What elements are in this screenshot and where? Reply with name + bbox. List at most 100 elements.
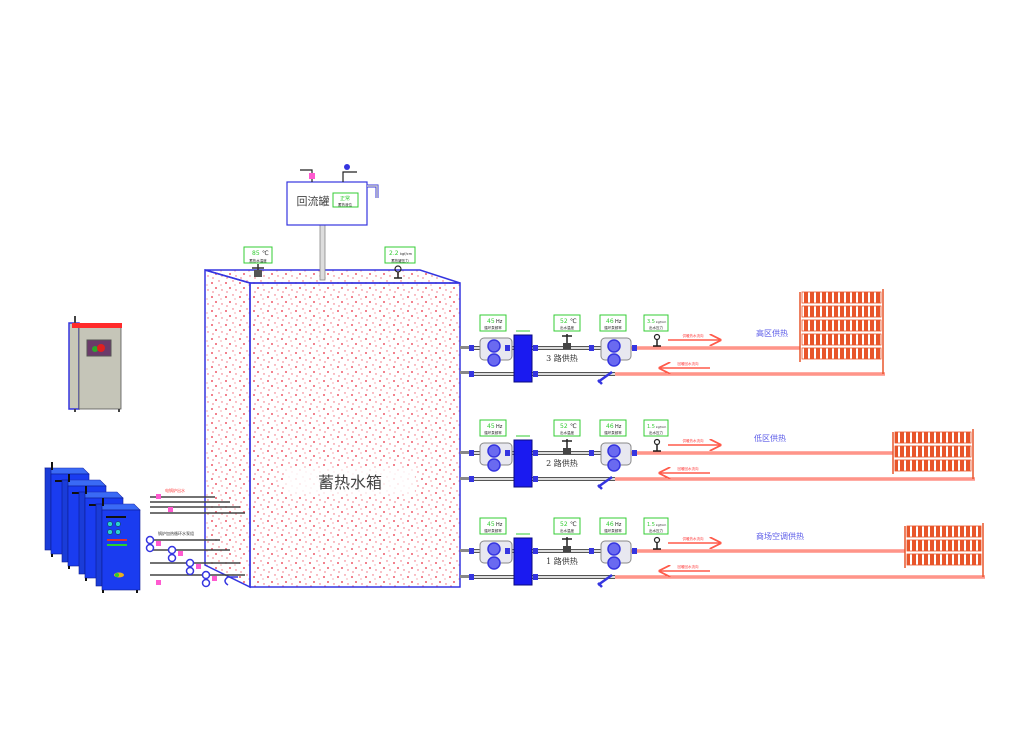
loop-name: 3 路供热 (546, 353, 578, 363)
diagram-shape (243, 246, 273, 264)
diagram-shape (78, 326, 122, 410)
diagram-shape (367, 184, 379, 198)
pump-icon[interactable] (145, 535, 162, 553)
diagram-shape (107, 544, 127, 546)
diagram-shape (167, 545, 177, 555)
diagram-shape (95, 503, 103, 587)
diagram-shape (92, 346, 98, 352)
valve-icon (505, 548, 510, 554)
valve-icon (589, 345, 594, 351)
pressure-gauge-icon (653, 438, 661, 446)
label: 回暖回水流向 (678, 466, 699, 471)
diagram-shape (460, 575, 472, 578)
pump-icon[interactable] (185, 558, 202, 576)
label: 52 (560, 521, 568, 528)
diagram-shape (607, 458, 621, 472)
control-cabinet[interactable] (68, 316, 122, 412)
tank-temp-sensor[interactable]: 85 ℃ 蓄热水温度 (243, 246, 273, 277)
diagram-shape (553, 517, 581, 535)
diagram-shape (185, 566, 195, 576)
label: 出水压力 (649, 528, 663, 533)
circulation-pump-1[interactable] (479, 337, 513, 367)
return-tank-label: 回流罐 (297, 194, 330, 208)
diagram-shape (178, 551, 183, 556)
diagram-shape (487, 353, 501, 367)
heat-exchanger (513, 334, 533, 383)
label: 45 (487, 521, 495, 528)
diagram-shape (894, 459, 972, 472)
pump-icon[interactable] (167, 545, 184, 563)
valve-icon (505, 450, 510, 456)
circulation-pump-2[interactable] (600, 442, 632, 472)
diagram-shape (101, 509, 141, 591)
circulation-pump-2[interactable] (600, 337, 632, 367)
label: ℃ (262, 250, 269, 257)
diagram-shape (460, 451, 472, 454)
tank-outlets (460, 346, 472, 578)
circulation-pump-1[interactable] (479, 540, 513, 570)
diagram-shape (68, 322, 80, 410)
diagram-shape (106, 516, 126, 518)
valve-icon (469, 345, 474, 351)
diagram-shape (102, 498, 104, 506)
label: 供暖热水流向 (683, 536, 704, 541)
label: 85 (252, 250, 260, 257)
diagram-shape (801, 291, 882, 304)
label: 1.5 (647, 424, 655, 430)
diagram-shape (85, 578, 87, 581)
label: Hz (496, 522, 503, 528)
label: Hz (615, 319, 622, 325)
radiator-bank (904, 523, 984, 577)
diagram-shape (479, 314, 507, 332)
diagram-shape (801, 333, 882, 346)
valve-icon (632, 345, 637, 351)
boiler-unit[interactable] (95, 498, 141, 593)
diagram-shape (653, 340, 661, 347)
diagram-shape (553, 419, 581, 437)
diagram-shape (460, 371, 472, 374)
diagram-shape (487, 339, 501, 353)
label: kgf/cm (656, 523, 666, 527)
label: Hz (615, 522, 622, 528)
valve-icon (469, 574, 474, 580)
circulation-pump-1[interactable] (479, 442, 513, 472)
diagram-shape (118, 409, 120, 412)
pump-icon[interactable] (201, 570, 218, 588)
valve-icon (156, 494, 161, 499)
label: kgf/cm (400, 252, 413, 256)
label: 出水压力 (649, 325, 663, 330)
circulation-pump-2[interactable] (600, 540, 632, 570)
diagram-shape (607, 339, 621, 353)
label: 46 (606, 423, 614, 430)
valve-icon (469, 548, 474, 554)
heat-exchanger (513, 439, 533, 488)
radiator-bank (799, 289, 884, 374)
diagram-shape (74, 409, 76, 412)
label: 1.5 (647, 522, 655, 528)
pressure-gauge-icon (653, 333, 661, 341)
diagram-shape (607, 444, 621, 458)
label: 循环泵频率 (484, 325, 502, 330)
label: 3.5 (647, 319, 655, 325)
label: 循环泵频率 (604, 430, 622, 435)
boiler-pump-label: 锅炉加热循环水泵组 (158, 530, 194, 536)
manifold-label: 电锅炉出水 (165, 487, 185, 493)
label: 蓄热液位 (338, 202, 352, 207)
diagram-shape (68, 566, 70, 569)
valve-icon (533, 574, 538, 580)
diagram-shape (487, 458, 501, 472)
tank-pressure-sensor[interactable]: 2.2 kgf/cm 蓄热罐压力 (384, 246, 416, 279)
